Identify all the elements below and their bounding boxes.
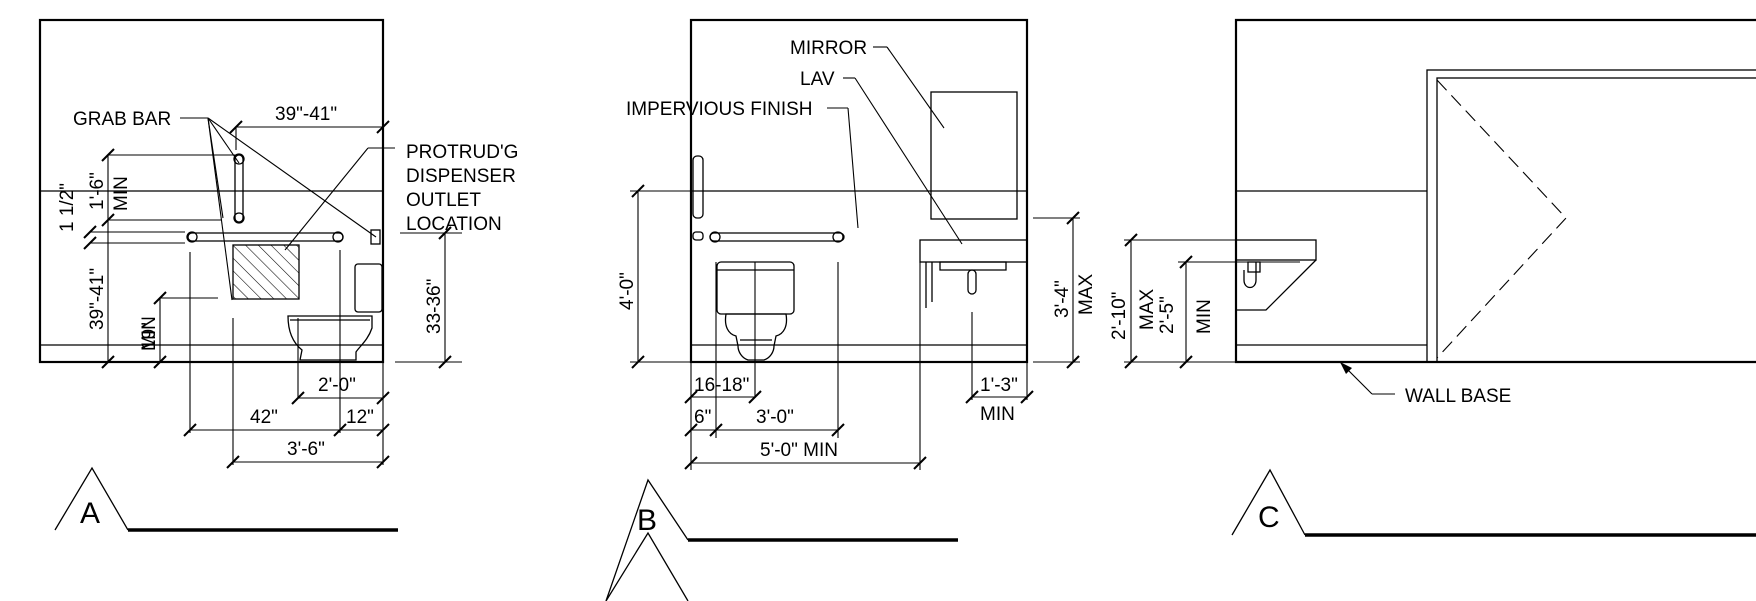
dim-rear-bar-height: 33-36" <box>424 279 445 334</box>
grab-bar-flange <box>233 153 245 165</box>
detail-tag-triangle-b <box>605 531 689 601</box>
grab-bar-flange <box>186 231 198 243</box>
detail-tag-b: B <box>637 504 657 537</box>
toilet-side-view-a <box>287 263 383 361</box>
horizontal-grab-bar <box>187 232 344 242</box>
grab-bar-label: GRAB BAR <box>73 109 171 130</box>
protruding-label-line3: OUTLET <box>406 190 481 211</box>
detail-tag-triangle-a <box>54 466 129 531</box>
protruding-label-line1: PROTRUD'G <box>406 142 518 163</box>
dim-vertical-bar-rise: 1'-6" <box>87 172 108 210</box>
grab-bar-flange <box>233 212 245 224</box>
dim-knee-clearance-qual: MIN <box>1194 299 1215 334</box>
dim-bar-return: 12" <box>346 407 374 428</box>
dim-stall-width: 5'-0" MIN <box>760 440 838 461</box>
dim-bar-reach: 42" <box>250 407 278 428</box>
detail-tag-triangle-c <box>1231 468 1306 536</box>
rear-grab-bar-end <box>370 229 381 245</box>
lavatory-b <box>919 239 1028 308</box>
door-pull-b <box>692 155 704 219</box>
elevation-b: MIRROR LAV IMPERVIOUS FINISH 4'-0" 3'-4"… <box>605 18 1097 601</box>
protruding-label-line4: LOCATION <box>406 214 502 235</box>
dim-bar-length: 3'-0" <box>756 407 794 428</box>
horizontal-grab-bar-b <box>709 232 845 242</box>
dim-vertical-bar-rise-qual: MIN <box>111 176 132 211</box>
dim-lav-height-qual: MAX <box>1076 274 1097 316</box>
door-swing-arc <box>1436 79 1567 359</box>
dim-bar-length-top: 39"-41" <box>275 104 337 125</box>
dim-knee-clearance: 2'-5" <box>1157 296 1178 334</box>
bar-end-b <box>692 231 704 241</box>
dim-bar-offset: 6" <box>694 407 711 428</box>
dim-bar-overall: 3'-6" <box>287 439 325 460</box>
detail-tag-a: A <box>80 497 100 530</box>
dim-toilet-centerline: 16-18" <box>694 375 749 396</box>
elevation-c: WALL BASE 2'-10" MAX 2'-5" MIN C <box>1109 18 1756 537</box>
dim-bar-gap: 1 1/2" <box>57 183 78 232</box>
door-frame-outer <box>1426 69 1756 363</box>
dim-lav-height: 3'-4" <box>1052 280 1073 318</box>
detail-tag-triangle-b-top <box>605 478 689 601</box>
detail-tag-c: C <box>1258 501 1280 534</box>
lav-label: LAV <box>800 69 835 90</box>
mirror-label: MIRROR <box>790 38 867 59</box>
dim-lav-clearance-qual: MIN <box>980 404 1015 425</box>
elevation-a: GRAB BAR PROTRUD'G DISPENSER OUTLET LOCA… <box>38 18 518 532</box>
dim-bar-height: 39"-41" <box>87 268 108 330</box>
dim-wainscot-height: 4'-0" <box>617 272 638 310</box>
grab-bar-flange <box>332 231 344 243</box>
grab-bar-flange <box>709 231 721 243</box>
dim-toilet-to-wall: 2'-0" <box>318 375 356 396</box>
protruding-label-line2: DISPENSER <box>406 166 516 187</box>
dim-dispenser-height: 19" <box>139 322 160 350</box>
dim-dispenser-height-qual: MIN <box>139 316 160 351</box>
wall-base-label: WALL BASE <box>1405 386 1511 407</box>
dim-lav-rim-height: 2'-10" <box>1109 292 1130 340</box>
grab-bar-flange <box>832 231 844 243</box>
door-frame-inner <box>1436 77 1756 363</box>
lavatory-side-view-c <box>1235 239 1317 311</box>
dim-lav-clearance: 1'-3" <box>980 375 1018 396</box>
dispenser-zone-hatch <box>232 244 300 300</box>
mirror <box>930 91 1018 220</box>
vertical-grab-bar <box>234 154 244 223</box>
impervious-finish-label: IMPERVIOUS FINISH <box>626 99 813 120</box>
dim-lav-rim-qual: MAX <box>1137 289 1158 331</box>
